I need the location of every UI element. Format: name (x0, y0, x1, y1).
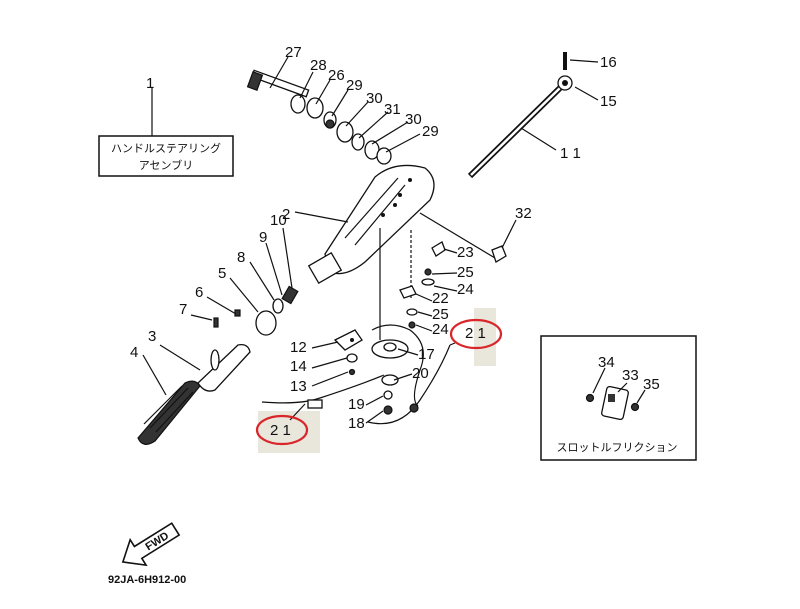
callout-9: 9 (259, 229, 267, 246)
callout-19: 19 (348, 396, 365, 413)
callout-29-top: 29 (346, 77, 363, 94)
callout-35: 35 (643, 376, 660, 393)
callout-33: 33 (622, 367, 639, 384)
callout-26: 26 (328, 67, 345, 84)
callout-31: 31 (384, 101, 401, 118)
callout-10: 10 (270, 212, 287, 229)
callout-22: 22 (432, 290, 449, 307)
linkage-parts (261, 212, 507, 425)
callout-24-bottom: 24 (432, 321, 449, 338)
throttle-friction-label: スロットルフリクション (557, 441, 678, 454)
callout-27: 27 (285, 44, 302, 61)
callout-24-top: 24 (457, 281, 474, 298)
callout-23: 23 (457, 244, 474, 261)
throttle-friction-inset: スロットルフリクション (540, 335, 697, 461)
callout-4: 4 (130, 344, 138, 361)
callout-30-bottom: 30 (405, 111, 422, 128)
callout-8: 8 (237, 249, 245, 266)
callout-7: 7 (179, 301, 187, 318)
throttle-grip (137, 285, 299, 445)
callout-34: 34 (598, 354, 615, 371)
callout-13: 13 (290, 378, 307, 395)
callout-32: 32 (515, 205, 532, 222)
assembly-label-line2: アセンブリ (139, 158, 193, 172)
callout-3: 3 (148, 328, 156, 345)
assembly-label-box: ハンドルステアリング アセンブリ (98, 135, 234, 177)
callout-5: 5 (218, 265, 226, 282)
fwd-arrow-icon: FWD (121, 522, 181, 567)
callout-25-bottom: 25 (432, 306, 449, 323)
handle-body (307, 164, 435, 285)
callout-30-top: 30 (366, 90, 383, 107)
assembly-label-line1: ハンドルステアリング (111, 141, 221, 155)
callout-2: 2 (282, 206, 290, 223)
callout-18: 18 (348, 415, 365, 432)
callout-6: 6 (195, 284, 203, 301)
callout-21-right: 2 1 (465, 325, 486, 342)
callout-15: 15 (600, 93, 617, 110)
callout-21-left: 2 1 (270, 422, 291, 439)
callout-20: 20 (412, 365, 429, 382)
highlight-ring-21-left (255, 414, 309, 446)
callout-29-bottom: 29 (422, 123, 439, 140)
callout-12: 12 (290, 339, 307, 356)
callout-17: 17 (418, 346, 435, 363)
bolt-stack (246, 69, 392, 165)
highlight-ring-21-right (449, 318, 503, 350)
callout-1: 1 (146, 75, 154, 92)
callout-25-top: 25 (457, 264, 474, 281)
diagram-code: 92JA-6H912-00 (108, 574, 186, 586)
callout-28: 28 (310, 57, 327, 74)
callout-11: 1 1 (560, 145, 581, 162)
callout-14: 14 (290, 358, 307, 375)
steering-rod (467, 52, 573, 179)
callout-16: 16 (600, 54, 617, 71)
